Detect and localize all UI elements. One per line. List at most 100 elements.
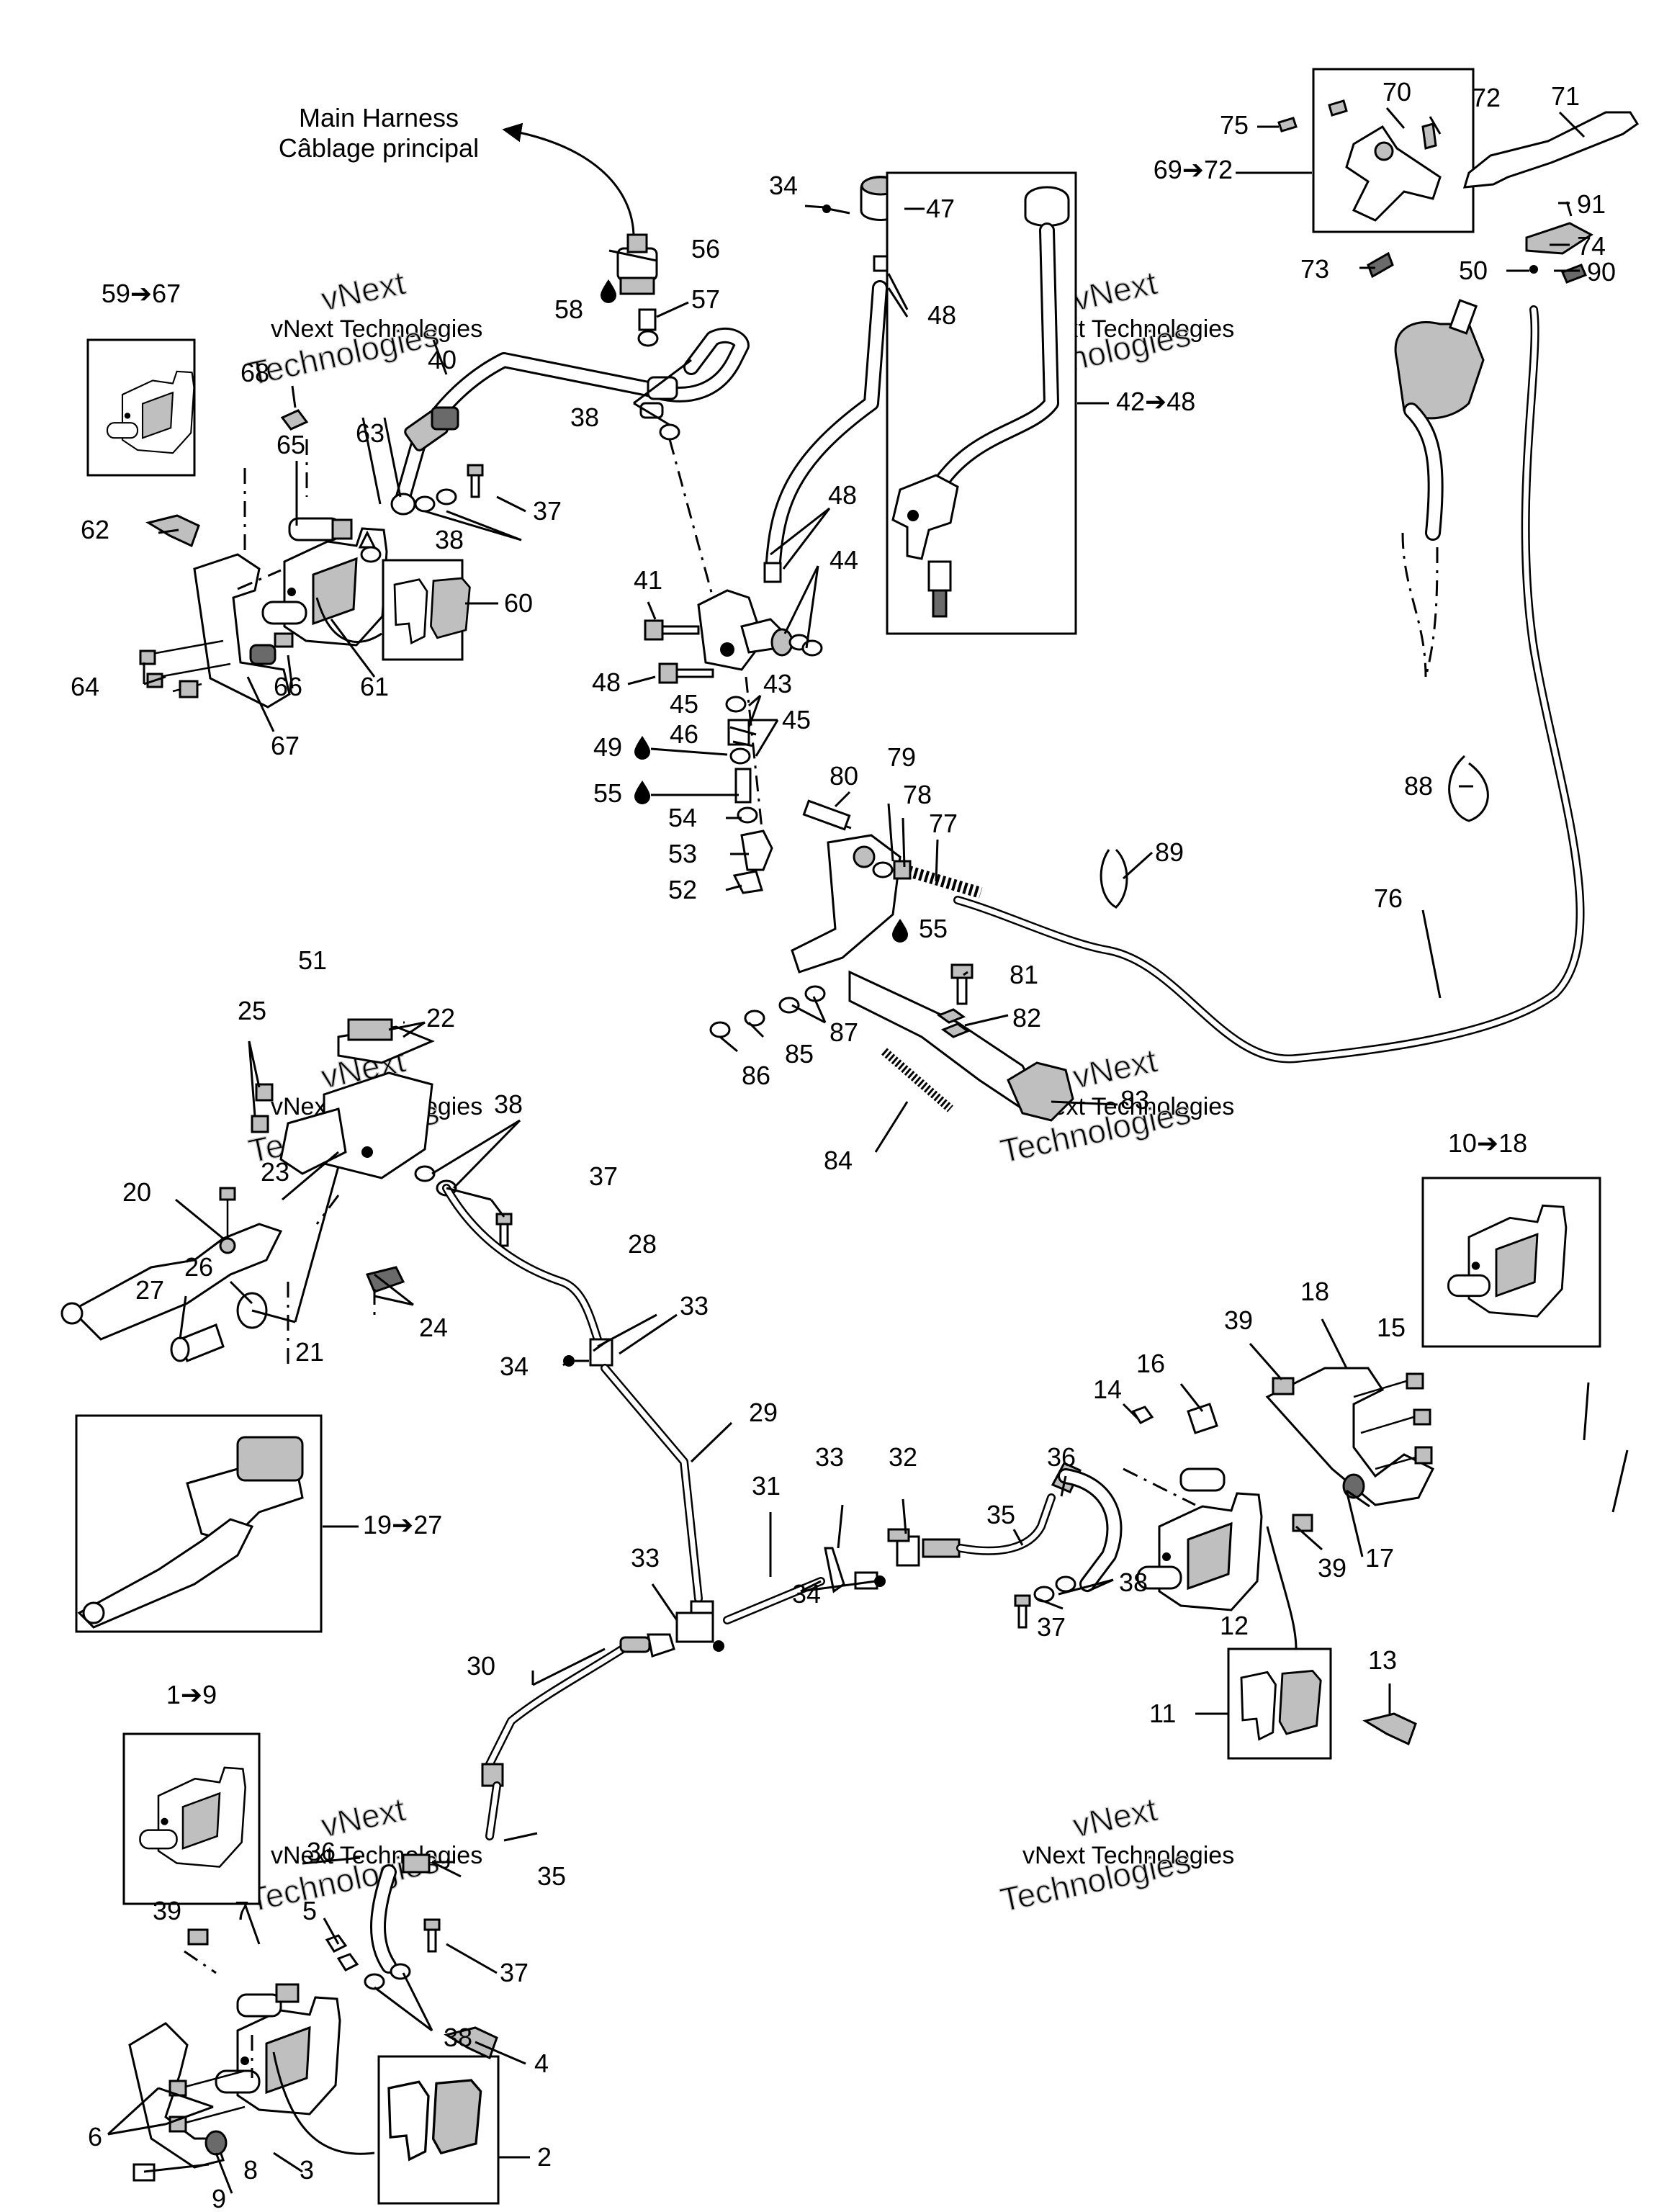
part-label-33: 33 (680, 1291, 709, 1321)
part-label-14: 14 (1093, 1375, 1122, 1404)
part-label-30: 30 (467, 1651, 495, 1681)
caliper-59-67-group: 59➔67 (86, 279, 471, 709)
leader-lines (107, 107, 1629, 2194)
part-label-7: 7 (235, 1896, 249, 1925)
part-label-76: 76 (1374, 884, 1403, 913)
part-label-70: 70 (1382, 77, 1411, 107)
part-label-36: 36 (307, 1837, 336, 1866)
part-label-26: 26 (184, 1252, 213, 1282)
part-label-67: 67 (271, 731, 300, 760)
left-master-cylinder-group (60, 1018, 513, 1368)
part-label-29: 29 (749, 1398, 778, 1427)
kit-label-59-67: 59➔67 (102, 279, 181, 308)
kit-label-69-72: 69➔72 (1154, 155, 1233, 184)
part-label-78: 78 (903, 780, 932, 809)
part-label-71: 71 (1551, 81, 1580, 111)
part-label-47: 47 (926, 194, 955, 223)
master-kit-19-27: 19➔27 (75, 1414, 442, 1633)
part-label-45: 45 (670, 689, 698, 719)
part-label-89: 89 (1155, 837, 1184, 867)
part-label-3: 3 (300, 2155, 314, 2185)
reservoir-kit-42-48: 42➔48 (886, 171, 1195, 635)
kit-label-1-9: 1➔9 (166, 1680, 217, 1709)
oil-drop-icon (634, 736, 650, 760)
part-label-5: 5 (302, 1896, 317, 1925)
part-label-56: 56 (691, 234, 720, 264)
lever-kit-69-72: 69➔72 (953, 68, 1640, 1064)
watermark-word1: vNext (318, 264, 408, 318)
oil-drop-icon (892, 919, 908, 943)
part-label-55: 55 (919, 914, 948, 943)
watermark-word1: vNext (1069, 1790, 1160, 1844)
part-label-33: 33 (815, 1442, 844, 1472)
part-label-35: 35 (986, 1500, 1015, 1529)
kit-label-42-48: 42➔48 (1116, 387, 1195, 416)
callout-line1: Main Harness (299, 103, 459, 132)
part-label-49: 49 (593, 732, 622, 762)
part-label-22: 22 (426, 1003, 455, 1033)
part-label-34: 34 (500, 1352, 529, 1381)
part-label-24: 24 (419, 1313, 448, 1342)
oil-drop-icon (634, 781, 650, 804)
part-label-9: 9 (212, 2184, 226, 2212)
part-label-38: 38 (444, 2023, 472, 2052)
watermark-brand: vNext Technologies (1022, 1842, 1234, 1869)
part-label-87: 87 (830, 1017, 858, 1047)
part-label-75: 75 (1220, 110, 1249, 140)
part-label-54: 54 (668, 803, 697, 832)
part-label-15: 15 (1377, 1313, 1406, 1342)
part-label-17: 17 (1365, 1543, 1394, 1573)
part-label-37: 37 (1037, 1612, 1066, 1642)
part-label-38: 38 (435, 525, 464, 554)
part-label-39: 39 (153, 1896, 181, 1925)
part-label-48: 48 (927, 300, 956, 330)
part-label-36: 36 (1047, 1442, 1076, 1472)
part-label-80: 80 (830, 761, 858, 791)
part-label-34: 34 (792, 1579, 821, 1609)
part-label-74: 74 (1577, 231, 1606, 261)
part-label-39: 39 (1318, 1553, 1346, 1583)
part-label-8: 8 (243, 2155, 258, 2185)
part-label-16: 16 (1136, 1349, 1165, 1378)
part-label-66: 66 (274, 672, 302, 701)
part-label-45: 45 (782, 705, 811, 734)
part-label-39: 39 (1224, 1305, 1253, 1335)
part-label-77: 77 (929, 809, 958, 838)
oil-drop-icon (601, 279, 616, 303)
part-label-20: 20 (122, 1177, 151, 1207)
part-label-79: 79 (887, 742, 916, 772)
part-label-90: 90 (1587, 257, 1616, 287)
part-label-33: 33 (631, 1543, 660, 1573)
main-harness-callout: Main Harness Câblage principal (279, 103, 635, 238)
part-label-43: 43 (763, 669, 792, 698)
part-label-21: 21 (295, 1337, 324, 1367)
part-label-63: 63 (356, 418, 385, 448)
part-label-58: 58 (554, 295, 583, 324)
part-label-38: 38 (494, 1089, 523, 1119)
part-label-37: 37 (589, 1161, 618, 1191)
part-label-34: 34 (769, 171, 798, 200)
part-label-52: 52 (668, 875, 697, 904)
part-label-57: 57 (691, 284, 720, 314)
part-label-13: 13 (1368, 1645, 1397, 1675)
part-label-31: 31 (752, 1471, 781, 1501)
part-label-61: 61 (360, 672, 389, 701)
part-label-83: 83 (1120, 1085, 1149, 1115)
part-label-41: 41 (634, 565, 662, 595)
part-label-18: 18 (1300, 1277, 1329, 1306)
part-label-85: 85 (785, 1039, 814, 1069)
part-label-50: 50 (1459, 256, 1488, 285)
part-label-6: 6 (88, 2122, 102, 2152)
part-label-81: 81 (1010, 960, 1038, 989)
part-label-53: 53 (668, 839, 697, 868)
part-label-86: 86 (742, 1061, 770, 1090)
watermark-word1: vNext (1069, 264, 1160, 318)
part-label-51: 51 (298, 945, 327, 975)
part-label-11: 11 (1149, 1699, 1176, 1728)
part-label-37: 37 (533, 496, 562, 526)
part-label-12: 12 (1220, 1611, 1249, 1640)
kit-label-10-18: 10➔18 (1448, 1128, 1527, 1158)
part-label-64: 64 (71, 672, 99, 701)
part-label-38: 38 (1119, 1568, 1148, 1597)
part-label-2: 2 (537, 2142, 552, 2172)
